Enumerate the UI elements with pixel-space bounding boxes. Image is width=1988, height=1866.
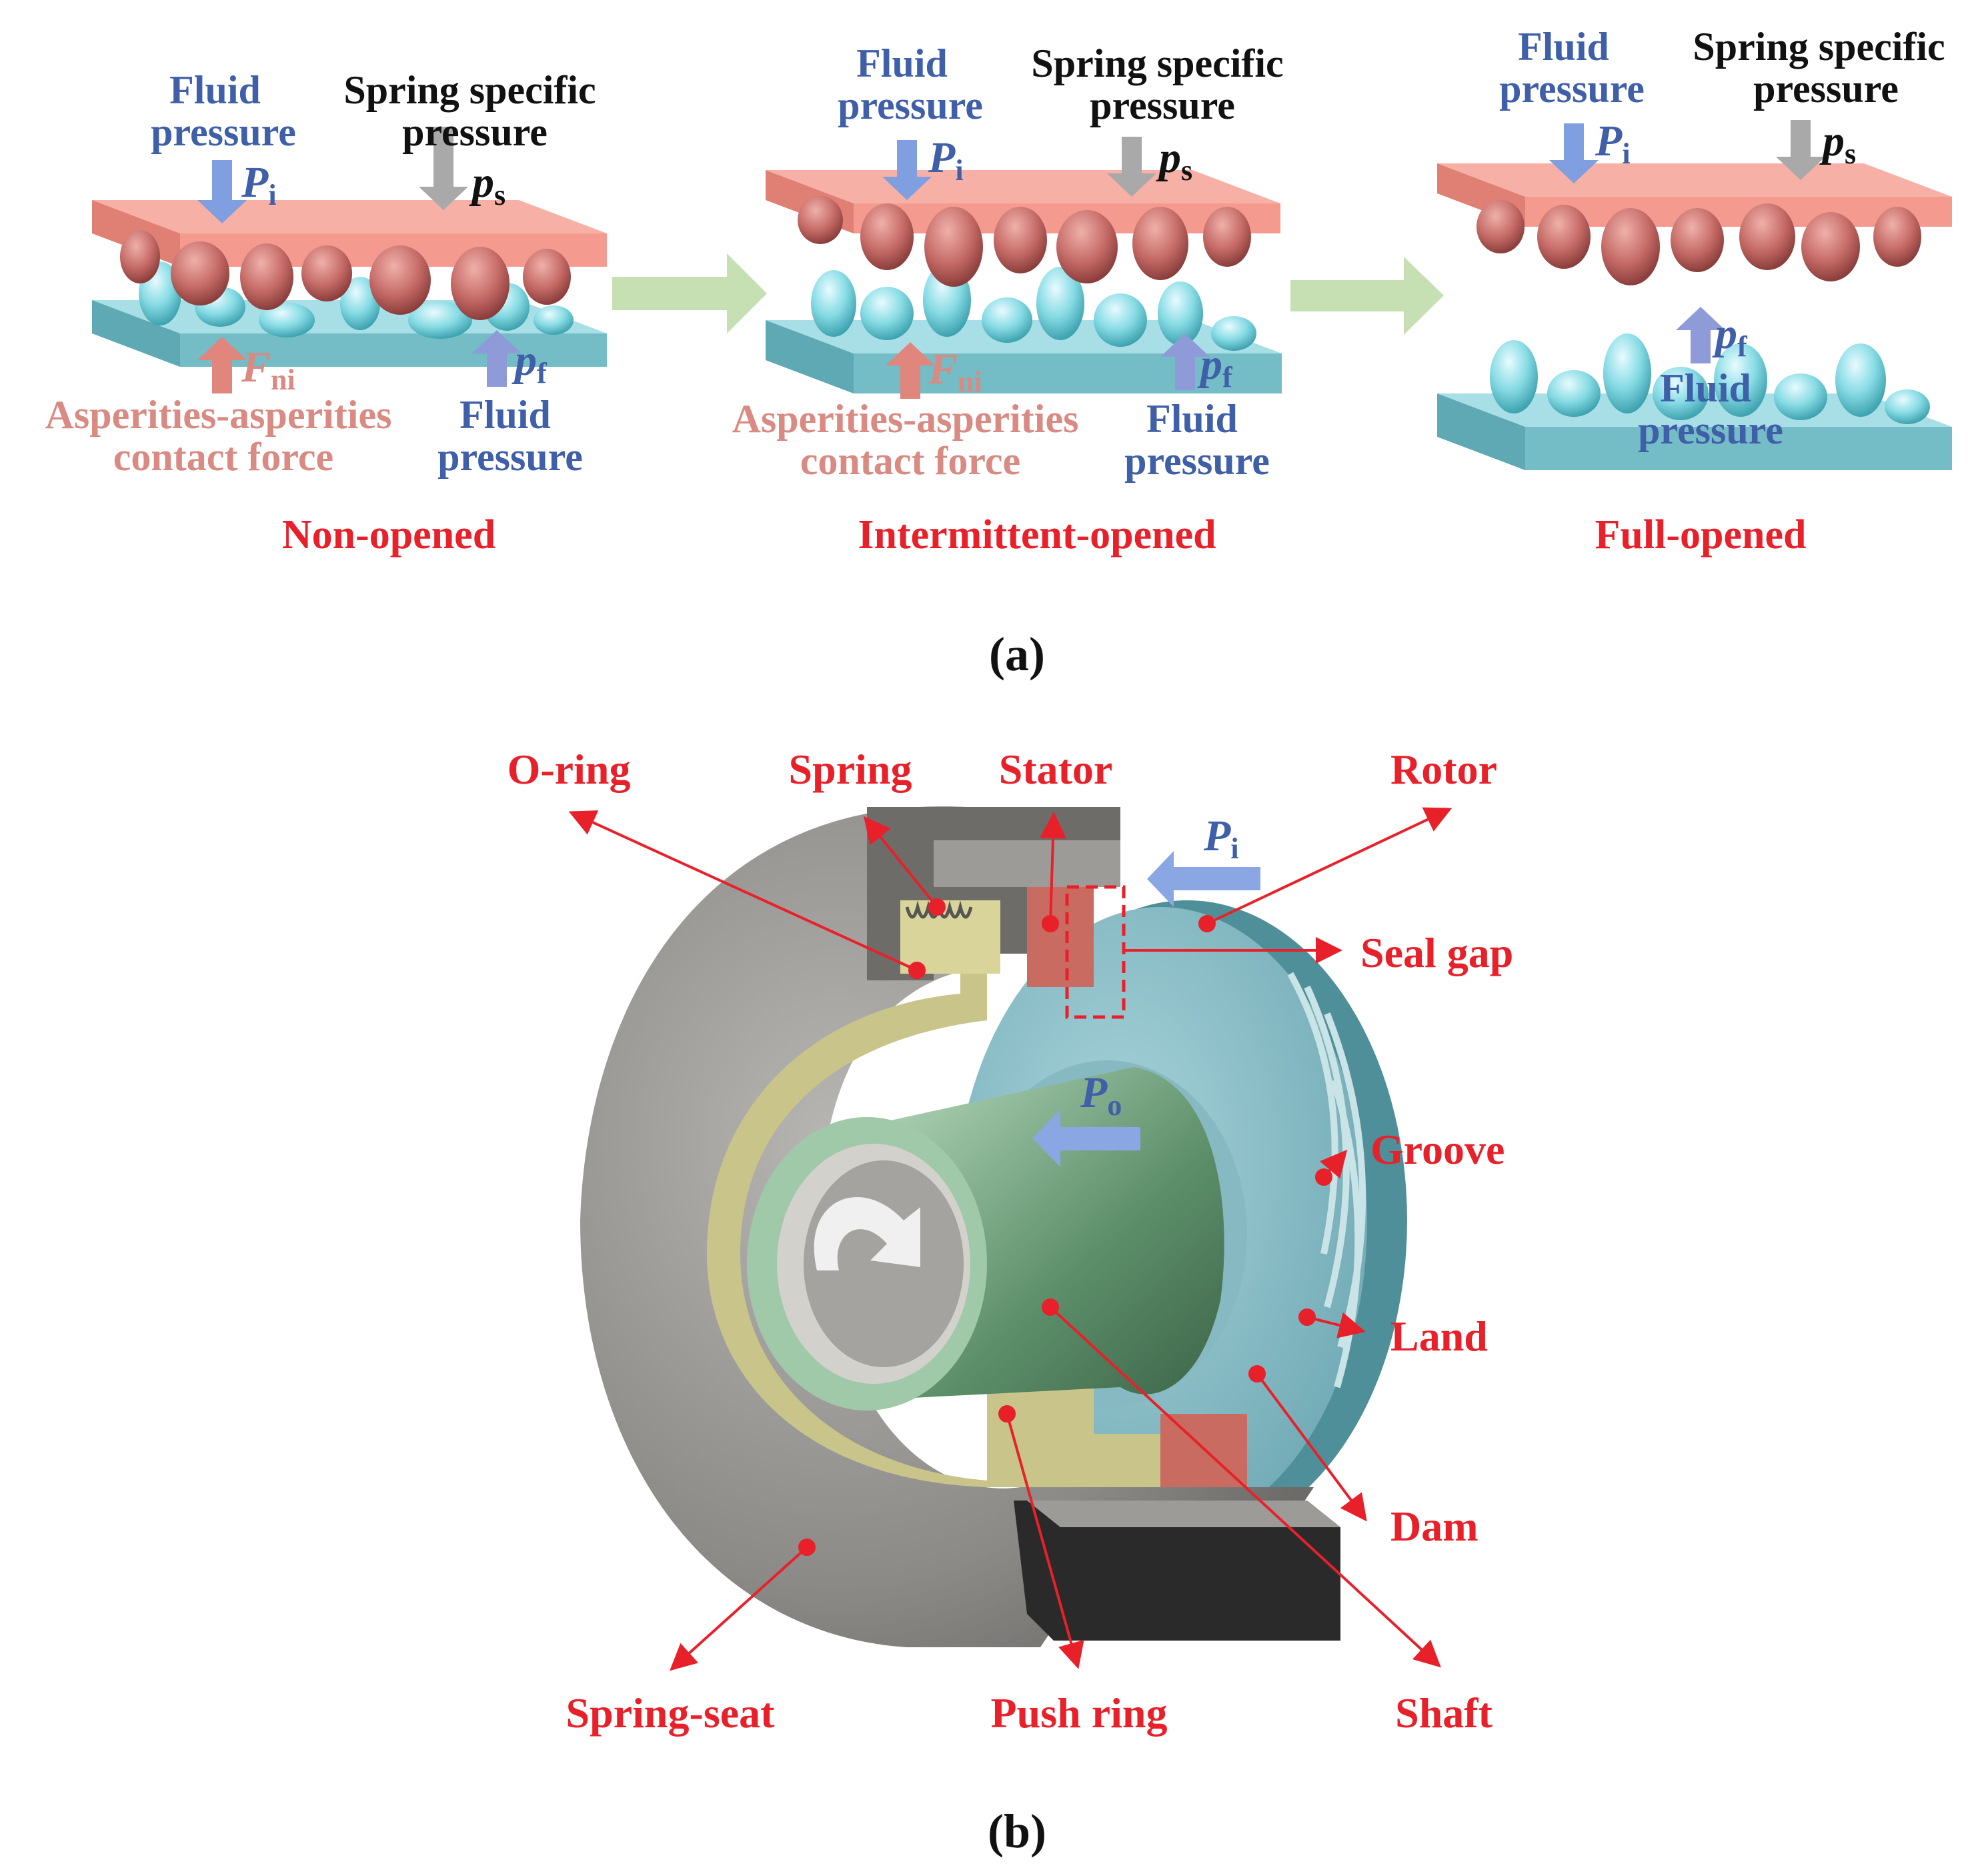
- contact-force-up-arrow: [886, 342, 935, 399]
- state-full-opened: Fluid pressure Spring specific pressure …: [1437, 25, 1955, 558]
- contact-force-up-arrow: [197, 337, 247, 393]
- fni-symbol: Fni: [928, 345, 982, 398]
- fluid-pressure-bottom-label: Fluid pressure: [437, 393, 583, 479]
- label-land: Land: [1390, 1312, 1488, 1360]
- label-spring-seat: Spring-seat: [566, 1689, 776, 1737]
- label-stator: Stator: [999, 746, 1113, 793]
- spring-pressure-down-arrow: [1107, 137, 1156, 197]
- push-ring: [707, 900, 1174, 1487]
- fluid-pressure-down-arrow: [882, 140, 932, 200]
- stator: [1027, 887, 1094, 987]
- label-push-ring: Push ring: [991, 1689, 1168, 1737]
- pi-symbol: Pi: [1595, 117, 1631, 170]
- caption-a: (a): [989, 628, 1045, 681]
- state-non-opened: Fluid pressure Spring specific pressure …: [45, 68, 607, 558]
- state-intermittent-opened: Fluid pressure Spring specific pressure …: [732, 41, 1293, 558]
- state-title-full-opened: Full-opened: [1595, 512, 1807, 558]
- fluid-pressure-top-label: Fluid pressure: [1499, 25, 1645, 111]
- fluid-pressure-top-label: Fluid pressure: [151, 68, 296, 154]
- label-seal-gap: Seal gap: [1360, 929, 1513, 976]
- transition-arrow-1: [612, 253, 767, 333]
- seal-gap-box: [1065, 885, 1126, 1019]
- label-groove: Groove: [1370, 1126, 1505, 1173]
- po-arrow: [1032, 1110, 1140, 1167]
- label-shaft: Shaft: [1395, 1689, 1493, 1737]
- po-symbol: Po: [1080, 1068, 1122, 1122]
- rotation-arrow-icon: [814, 1196, 920, 1270]
- fluid-pressure-bottom-label: Fluid pressure: [1638, 366, 1783, 452]
- panel-b: Pi Po O-ring S: [508, 746, 1514, 1858]
- caption-b: (b): [988, 1805, 1046, 1858]
- bottom-asperities: [1490, 333, 1930, 424]
- fluid-pressure-bottom-label: Fluid pressure: [1124, 397, 1270, 483]
- spring-pressure-label: Spring specific pressure: [1693, 25, 1955, 111]
- label-spring: Spring: [789, 746, 912, 793]
- spring-pressure-label: Spring specific pressure: [1031, 41, 1293, 127]
- top-asperities: [798, 196, 1251, 287]
- label-o-ring: O-ring: [508, 746, 631, 793]
- state-title-non-opened: Non-opened: [282, 512, 495, 558]
- pf-symbol: pf: [1712, 309, 1748, 363]
- spring-pressure-down-arrow: [1776, 120, 1825, 180]
- fluid-pressure-down-arrow: [197, 160, 247, 223]
- ps-symbol: ps: [1819, 117, 1856, 170]
- top-asperities: [1476, 200, 1921, 285]
- panel-a: Fluid pressure Spring specific pressure …: [45, 25, 1955, 681]
- spring-pressure-label: Spring specific pressure: [343, 68, 606, 154]
- label-dam: Dam: [1390, 1503, 1478, 1550]
- fluid-pressure-down-arrow: [1549, 123, 1599, 183]
- pi-symbol: Pi: [928, 133, 964, 187]
- pi-arrow: [1147, 851, 1260, 907]
- fluid-pressure-up-arrow: [472, 330, 522, 387]
- pi-symbol: Pi: [241, 158, 277, 211]
- contact-force-label: Asperities-asperities contact force: [732, 397, 1089, 483]
- contact-force-label: Asperities-asperities contact force: [45, 393, 402, 479]
- spring-pressure-down-arrow: [419, 127, 468, 210]
- bottom-asperities: [139, 261, 574, 339]
- groove-lines: [1287, 972, 1366, 1388]
- fluid-pressure-top-label: Fluid pressure: [838, 41, 983, 127]
- ps-symbol: ps: [1156, 133, 1192, 187]
- transition-arrow-2: [1290, 257, 1444, 335]
- pf-symbol: pf: [512, 336, 548, 389]
- ps-symbol: ps: [469, 158, 506, 211]
- pf-symbol: pf: [1197, 340, 1233, 393]
- state-title-intermittent-opened: Intermittent-opened: [858, 512, 1216, 558]
- leader-lines: [568, 807, 1452, 1671]
- pi-symbol-b: Pi: [1203, 812, 1239, 865]
- top-asperities: [120, 230, 571, 320]
- fluid-pressure-up-arrow: [1160, 333, 1210, 390]
- fni-symbol: Fni: [241, 343, 295, 396]
- label-rotor: Rotor: [1390, 746, 1497, 793]
- bottom-asperities: [811, 263, 1256, 351]
- fluid-pressure-up-arrow: [1676, 307, 1725, 363]
